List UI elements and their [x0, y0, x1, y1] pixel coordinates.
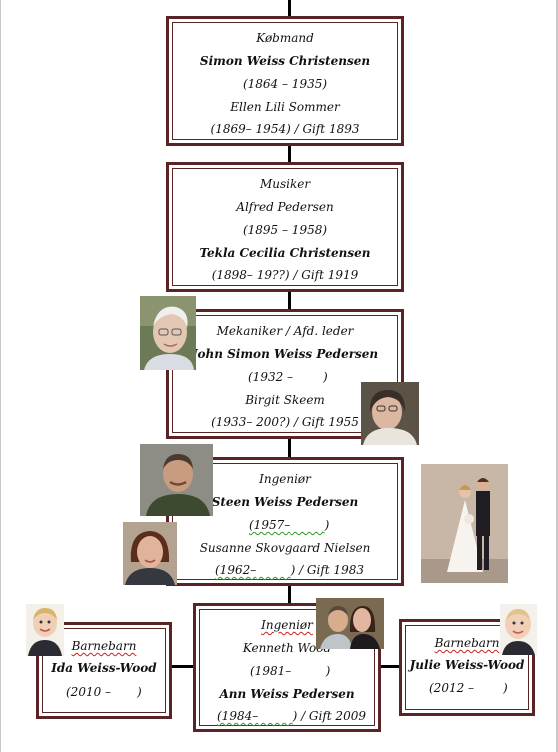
gen1-spouse-years: (1869– 1954) / Gift 1893 — [210, 122, 360, 136]
photo-birgit-portrait — [361, 382, 419, 445]
gen4-years-start-text: (1957– — [249, 518, 291, 532]
gen4-title: Ingeniør — [259, 472, 311, 486]
baby-portrait-icon — [500, 604, 537, 655]
grandchild-right-title-text: Barnebarn — [434, 636, 500, 650]
gen4-spouse-years-gap — [256, 563, 290, 577]
connector-right-child — [379, 665, 401, 668]
gen2-box: Musiker Alfred Pedersen (1895 – 1958) Te… — [166, 162, 404, 292]
gen5-years-gap — [291, 664, 325, 678]
gen5-inner-frame — [199, 609, 375, 726]
wedding-couple-icon — [421, 464, 508, 583]
gen4-spouse-years-end: ) / Gift 1983 — [290, 563, 364, 577]
gen5-years-start: (1981– — [250, 664, 292, 678]
gen1-inner-frame — [172, 22, 398, 140]
gen5-spouse-years-gap — [258, 709, 292, 723]
grandchild-left-years-end: ) — [137, 685, 142, 699]
page-edge-left — [0, 0, 1, 752]
portrait-woman-icon — [123, 522, 177, 585]
connector-left-child — [171, 665, 195, 668]
gen5-box: Ingeniør Kenneth Wood (1981– ) Ann Weiss… — [193, 603, 381, 732]
grandchild-right-years-start: (2012 – — [429, 681, 475, 695]
gen1-name: Simon Weiss Christensen — [199, 54, 371, 68]
grandchild-left-inner-frame — [42, 628, 166, 713]
photo-julie-child — [500, 604, 537, 655]
grandchild-right-inner-frame — [405, 625, 529, 710]
grandchild-left-title: Barnebarn — [39, 639, 169, 653]
gen3-name: John Simon Weiss Pedersen — [191, 347, 379, 361]
portrait-elderly-man-icon — [140, 296, 196, 370]
connector-top — [288, 0, 291, 18]
gen2-years: (1895 – 1958) — [242, 223, 328, 237]
gen4-inner-frame — [172, 463, 398, 580]
photo-steen-portrait — [140, 444, 213, 516]
gen4-years-start: (1957– ) — [249, 518, 401, 532]
gen4-box: Ingeniør Steen Weiss Pedersen (1957– ) S… — [166, 457, 404, 586]
gen5-title-text: Ingeniør — [261, 618, 313, 632]
gen5-spouse-years: (1984– ) / Gift 2009 — [217, 709, 378, 723]
grandchild-left-box: Barnebarn Ida Weiss-Wood (2010 – ) — [36, 622, 172, 719]
portrait-man-icon — [140, 444, 213, 516]
gen4-spouse-years-start: (1962– — [215, 563, 257, 577]
gen1-years: (1864 – 1935) — [242, 77, 328, 91]
photo-john-portrait — [140, 296, 196, 370]
photo-ann-kenneth — [316, 598, 384, 649]
gen2-inner-frame — [172, 168, 398, 286]
couple-portrait-icon — [316, 598, 384, 649]
gen4-name: Steen Weiss Pedersen — [211, 495, 359, 509]
photo-wedding — [421, 464, 508, 583]
photo-ida-child — [26, 604, 64, 656]
page-edge-right — [556, 0, 558, 752]
grandchild-right-box: Barnebarn Julie Weiss-Wood (2012 – ) — [399, 619, 535, 716]
gen3-years-start: (1932 – — [248, 370, 294, 384]
gen3-years-end: ) — [323, 370, 328, 384]
child-portrait-icon — [26, 604, 64, 656]
grandchild-right-title: Barnebarn — [402, 636, 532, 650]
gen3-inner-frame — [172, 315, 398, 433]
gen5-title: Ingeniør — [196, 618, 378, 632]
gen5-spouse: Ann Weiss Pedersen — [219, 687, 355, 701]
photo-susanne-portrait — [123, 522, 177, 585]
gen5-name: Kenneth Wood — [242, 641, 332, 655]
gen4-spouse: Susanne Skovgaard Nielsen — [199, 541, 371, 555]
grandchild-right-years-end: ) — [503, 681, 508, 695]
grandchild-left-years-start: (2010 – — [66, 685, 112, 699]
portrait-elderly-woman-icon — [361, 382, 419, 445]
gen5-years-end: ) — [325, 664, 331, 678]
gen1-box: Købmand Simon Weiss Christensen (1864 – … — [166, 16, 404, 146]
gen4-spouse-years: (1962– ) / Gift 1983 — [215, 563, 401, 577]
gen2-spouse-years: (1898– 19??) / Gift 1919 — [211, 268, 359, 282]
gen4-years-end: ) — [324, 518, 330, 532]
grandchild-right-name: Julie Weiss-Wood — [409, 658, 525, 672]
gen3-title: Mekaniker / Afd. leder — [216, 324, 354, 338]
gen5-spouse-years-start: (1984– — [217, 709, 259, 723]
connector-gen2-gen3 — [288, 291, 291, 310]
grandchild-left-title-text: Barnebarn — [71, 639, 137, 653]
gen1-title: Købmand — [256, 31, 314, 45]
gen2-spouse: Tekla Cecilia Christensen — [199, 246, 371, 260]
gen1-spouse: Ellen Lili Sommer — [230, 100, 340, 114]
gen5-years: (1981– ) — [250, 664, 378, 678]
connector-gen1-gen2 — [288, 145, 291, 163]
gen2-title: Musiker — [259, 177, 311, 191]
connector-gen3-gen4 — [288, 438, 291, 458]
gen3-spouse-years: (1933– 200?) / Gift 1955 — [211, 415, 359, 429]
gen2-name: Alfred Pedersen — [236, 200, 334, 214]
gen4-years-gap — [290, 518, 324, 532]
gen3-spouse: Birgit Skeem — [245, 393, 325, 407]
gen5-spouse-years-end: ) / Gift 2009 — [292, 709, 366, 723]
connector-gen4-gen5 — [288, 585, 291, 604]
grandchild-left-name: Ida Weiss-Wood — [51, 661, 157, 675]
